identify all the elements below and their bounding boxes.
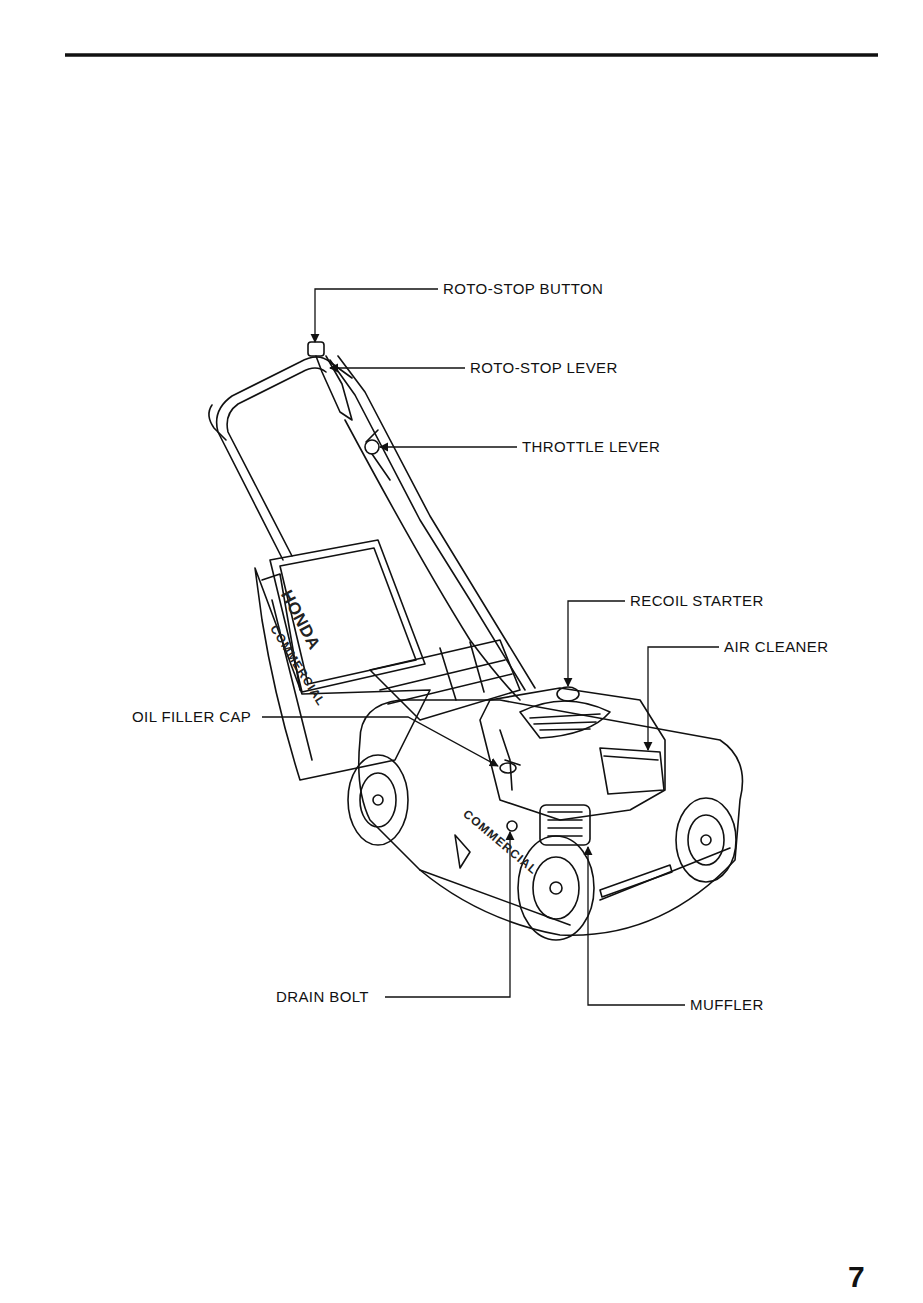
oil-filler-cap	[500, 763, 516, 773]
part-label: ROTO-STOP LEVER	[470, 360, 618, 376]
brand-text: COMMERCIAL	[266, 622, 329, 709]
roto-stop-button	[308, 342, 324, 356]
wheel-hub	[688, 815, 724, 865]
part-label: AIR CLEANER	[724, 639, 828, 655]
page-number: 7	[848, 1262, 865, 1292]
wheel-axle	[701, 835, 711, 845]
part-label: DRAIN BOLT	[276, 989, 369, 1005]
starter-vents	[530, 714, 600, 730]
handle-grip	[209, 405, 226, 440]
drain-bolt	[507, 821, 517, 831]
part-label: THROTTLE LEVER	[522, 439, 660, 455]
control-cable	[345, 420, 520, 700]
front-wheel	[518, 836, 594, 940]
wheel-axle	[550, 882, 562, 894]
leader-line	[262, 717, 498, 766]
leader-line	[385, 832, 510, 997]
starter-housing	[520, 701, 610, 738]
oil-filler-tube	[500, 730, 520, 790]
recoil-starter-grip	[557, 687, 579, 701]
brand-text: COMMERCIAL	[460, 806, 541, 878]
leader-line	[568, 601, 625, 686]
front-wheel	[676, 798, 736, 882]
leader-line	[648, 647, 719, 750]
engine-cover	[480, 688, 665, 820]
deck-vent	[455, 835, 470, 868]
part-label: ROTO-STOP BUTTON	[443, 281, 603, 297]
grass-bag	[255, 568, 430, 780]
deck-edge	[420, 848, 730, 925]
deck-slot	[600, 865, 672, 897]
leader-line	[588, 847, 685, 1005]
cover-ribs	[380, 642, 512, 704]
leader-line	[380, 446, 517, 447]
part-label: RECOIL STARTER	[630, 593, 764, 609]
air-cleaner-box	[600, 748, 664, 794]
air-cleaner-lid	[604, 756, 658, 760]
throttle-lever	[366, 430, 390, 480]
mower-drawing	[209, 342, 743, 940]
header-rule	[65, 53, 878, 57]
rear-wheel	[348, 755, 408, 845]
handle-rail	[217, 357, 352, 560]
wheel-hub	[360, 773, 396, 827]
leader-lines	[262, 289, 719, 1005]
rear-cover	[370, 640, 520, 720]
handle-rail	[338, 356, 535, 688]
leader-line	[315, 289, 438, 342]
leader-line	[330, 367, 465, 368]
part-label: MUFFLER	[690, 997, 764, 1013]
part-label: OIL FILLER CAP	[132, 709, 251, 725]
throttle-lever	[365, 440, 379, 454]
muffler-guard	[548, 812, 582, 836]
roto-stop-lever	[316, 356, 352, 420]
wheel-axle	[373, 795, 383, 805]
muffler	[540, 805, 590, 845]
handle-rail	[227, 368, 326, 556]
